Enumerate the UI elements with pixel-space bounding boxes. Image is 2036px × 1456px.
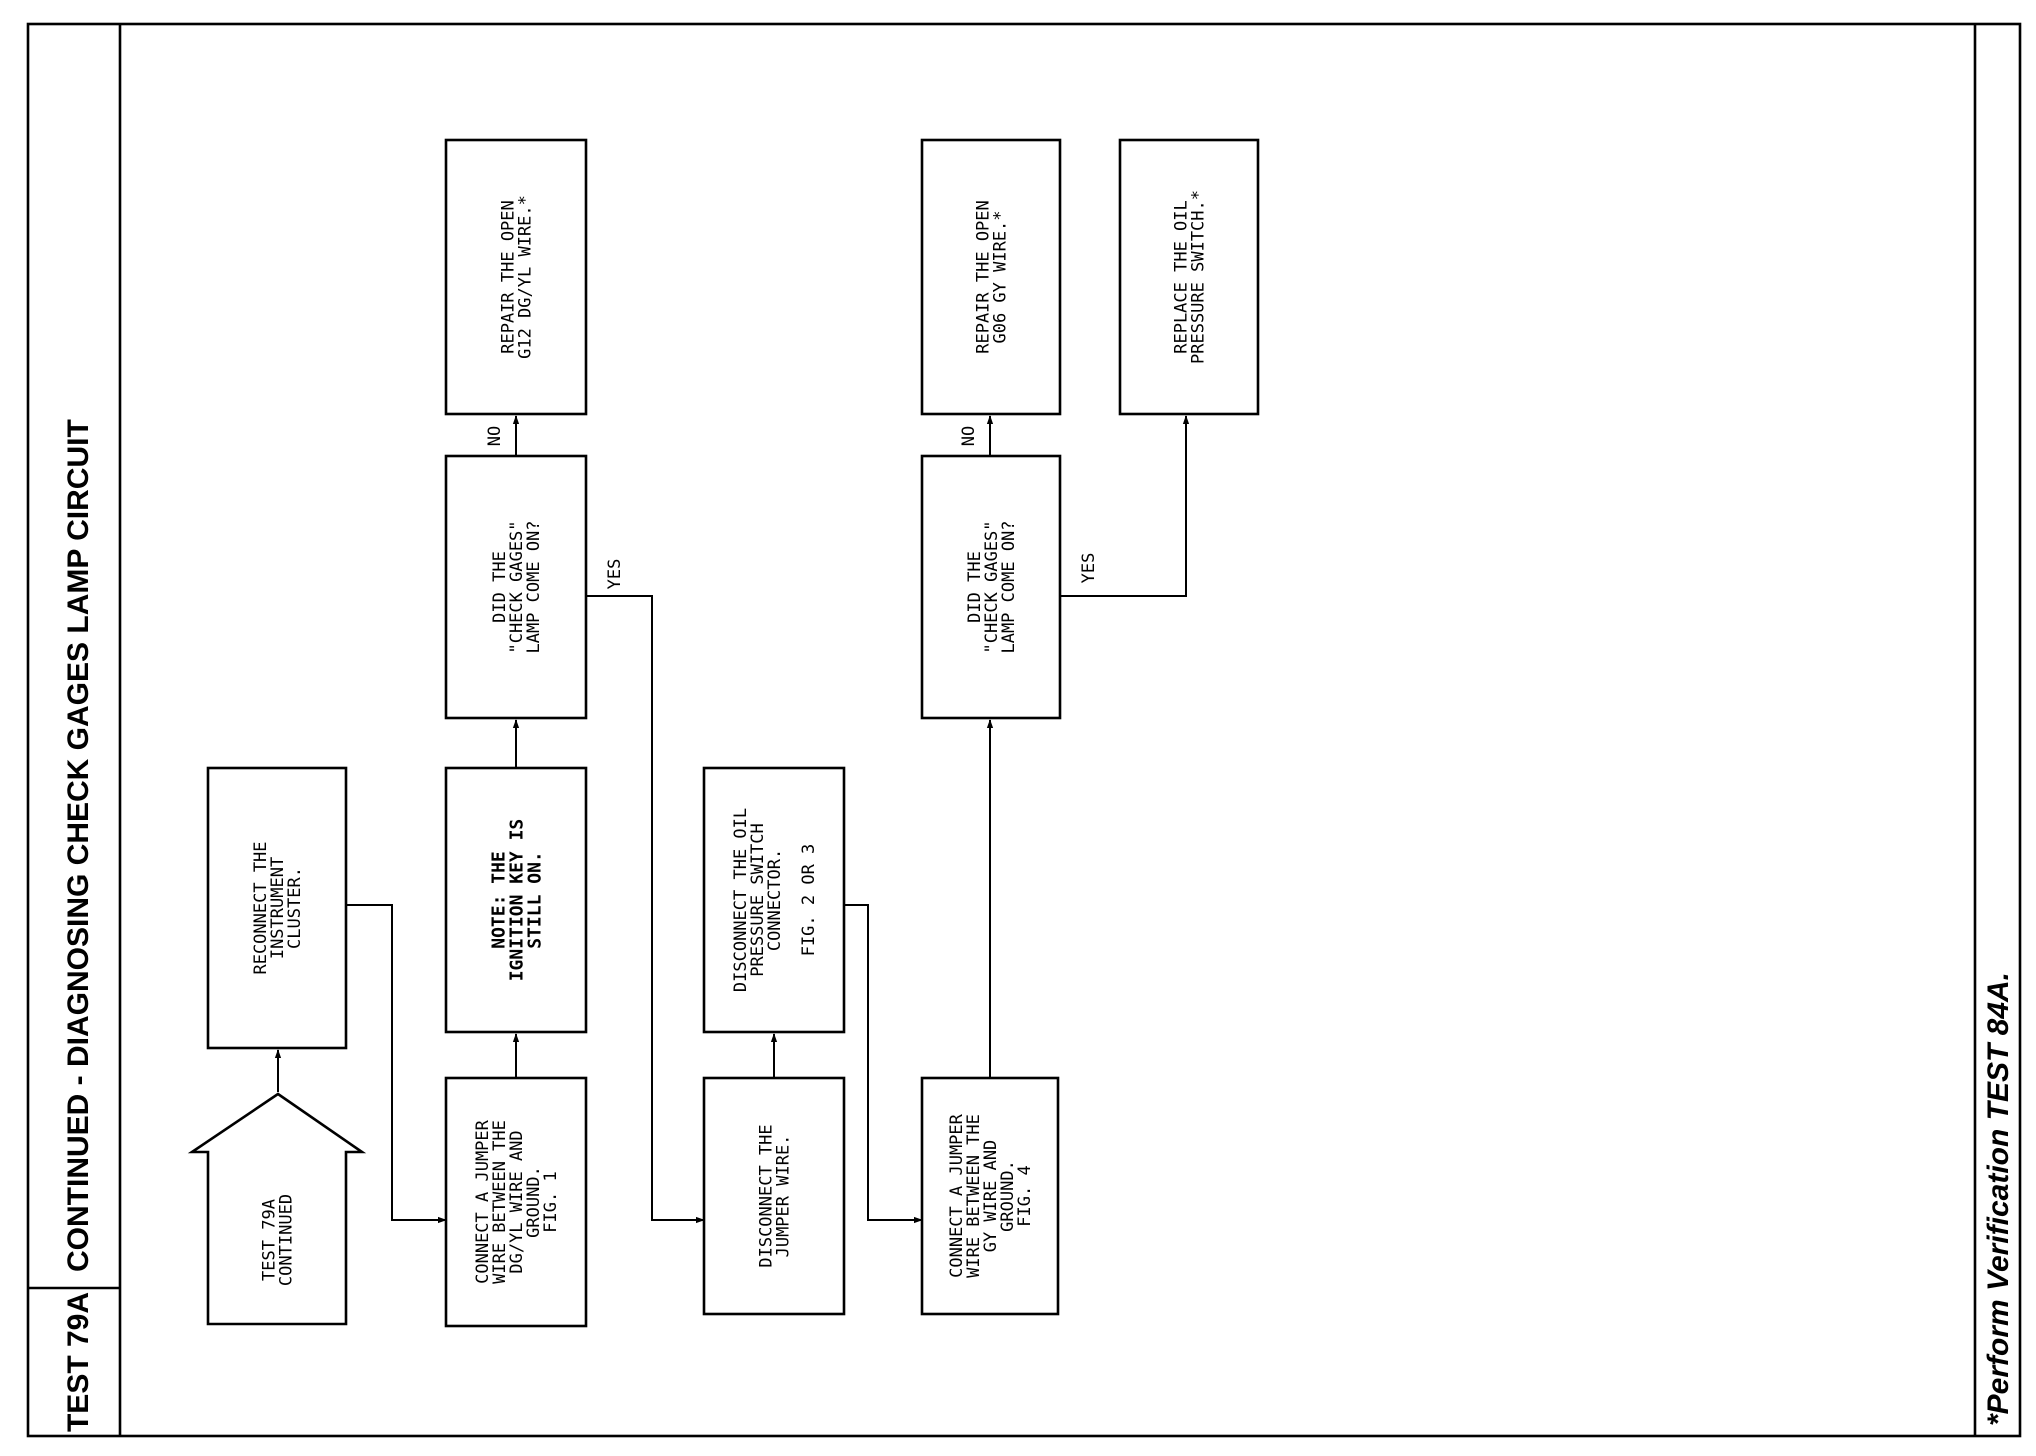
arrow-oil-to-jumper-2 <box>844 904 923 1224</box>
text-line: INSTRUMENT <box>268 857 288 959</box>
text-line: FIG. 1 <box>541 1171 561 1232</box>
box-disconnect-oil-switch-text: DISCONNECT THE OILPRESSURE SWITCHCONNECT… <box>731 808 819 992</box>
text-line: GROUND. <box>998 1160 1018 1232</box>
box-connect-jumper-1: CONNECT A JUMPERWIRE BETWEEN THEDG/YL WI… <box>444 1076 588 1328</box>
box-repair-g06: REPAIR THE OPENG06 GY WIRE.* <box>920 138 1062 416</box>
box-repair-g12: REPAIR THE OPENG12 DG/YL WIRE.* <box>444 138 588 416</box>
text-line: CLUSTER. <box>285 867 305 949</box>
text-line: TEST 79A <box>259 1199 279 1281</box>
box-connect-jumper-2: CONNECT A JUMPERWIRE BETWEEN THEGY WIRE … <box>920 1076 1060 1316</box>
connectors <box>274 415 1190 1224</box>
box-reconnect-cluster-text: RECONNECT THEINSTRUMENTCLUSTER. <box>251 841 305 974</box>
box-reconnect-cluster: RECONNECT THEINSTRUMENTCLUSTER. <box>206 766 348 1050</box>
label-no-1: NO <box>485 426 505 446</box>
box-connect-jumper-1-text: CONNECT A JUMPERWIRE BETWEEN THEDG/YL WI… <box>473 1119 561 1284</box>
box-disconnect-jumper-text: DISCONNECT THEJUMPER WIRE. <box>756 1124 793 1267</box>
label-yes-1: YES <box>605 559 625 590</box>
text-line: WIRE BETWEEN THE <box>490 1120 510 1284</box>
text-line: PRESSURE SWITCH.* <box>1188 190 1208 364</box>
decision-lamp-on-1: DID THE"CHECK GAGES"LAMP COME ON? <box>444 454 588 720</box>
text-line: FIG. 2 OR 3 <box>799 844 819 957</box>
box-repair-g12-text: REPAIR THE OPENG12 DG/YL WIRE.* <box>498 195 535 359</box>
text-line: REPLACE THE OIL <box>1171 200 1191 354</box>
text-line: REPAIR THE OPEN <box>973 200 993 354</box>
text-line: LAMP COME ON? <box>524 520 544 653</box>
arrow-reconnect-to-jumper-1 <box>346 904 447 1224</box>
box-connect-jumper-2-text: CONNECT A JUMPERWIRE BETWEEN THEGY WIRE … <box>947 1113 1035 1278</box>
text-line: DID THE <box>490 551 510 623</box>
text-line: GROUND. <box>524 1166 544 1238</box>
text-line: STILL ON. <box>524 851 545 949</box>
text-line: G06 GY WIRE.* <box>990 210 1010 343</box>
label-yes-2: YES <box>1079 553 1099 584</box>
box-ignition-note-text: NOTE: THEIGNITION KEY ISSTILL ON. <box>488 819 545 982</box>
text-line: CONNECT A JUMPER <box>947 1113 967 1278</box>
text-line: DG/YL WIRE AND <box>507 1130 527 1273</box>
box-disconnect-oil-switch: DISCONNECT THE OILPRESSURE SWITCHCONNECT… <box>702 766 846 1034</box>
box-repair-g06-text: REPAIR THE OPENG06 GY WIRE.* <box>973 200 1010 354</box>
text-line: "CHECK GAGES" <box>982 520 1002 653</box>
text-line: NOTE: THE <box>488 851 509 949</box>
text-line: DISCONNECT THE OIL <box>731 808 751 992</box>
test-id: TEST 79A <box>62 1292 95 1432</box>
start-node: TEST 79ACONTINUED <box>187 1092 367 1326</box>
decision-lamp-on-2: DID THE"CHECK GAGES"LAMP COME ON? <box>920 454 1062 720</box>
text-line: FIG. 4 <box>1015 1165 1035 1226</box>
decision-lamp-on-1-text: DID THE"CHECK GAGES"LAMP COME ON? <box>490 520 544 653</box>
text-line: CONNECTOR. <box>765 849 785 951</box>
box-replace-oil-switch: REPLACE THE OILPRESSURE SWITCH.* <box>1118 138 1260 416</box>
verification-note: *Perform Verification TEST 84A. <box>1982 972 2015 1426</box>
text-line: JUMPER WIRE. <box>773 1135 793 1258</box>
text-line: RECONNECT THE <box>251 841 271 974</box>
decision-lamp-on-2-text: DID THE"CHECK GAGES"LAMP COME ON? <box>965 520 1019 653</box>
text-line: "CHECK GAGES" <box>507 520 527 653</box>
arrow-question-2-yes <box>1060 415 1190 597</box>
start-node-text: TEST 79ACONTINUED <box>259 1194 296 1286</box>
text-line: WIRE BETWEEN THE <box>964 1114 984 1278</box>
box-ignition-note: NOTE: THEIGNITION KEY ISSTILL ON. <box>444 766 588 1034</box>
text-line: CONNECT A JUMPER <box>473 1119 493 1284</box>
text-line: CONTINUED <box>276 1194 296 1286</box>
box-replace-oil-switch-text: REPLACE THE OILPRESSURE SWITCH.* <box>1171 190 1208 364</box>
arrow-question-1-yes <box>586 595 705 1224</box>
text-line: PRESSURE SWITCH <box>748 823 768 977</box>
text-line: G12 DG/YL WIRE.* <box>515 195 535 359</box>
text-line: LAMP COME ON? <box>999 520 1019 653</box>
page-border <box>26 22 2022 1438</box>
text-line: DID THE <box>965 551 985 623</box>
label-no-2: NO <box>959 426 979 446</box>
text-line: IGNITION KEY IS <box>506 819 527 982</box>
text-line: DISCONNECT THE <box>756 1124 776 1267</box>
text-line: GY WIRE AND <box>981 1140 1001 1253</box>
box-disconnect-jumper: DISCONNECT THEJUMPER WIRE. <box>702 1076 846 1316</box>
text-line: REPAIR THE OPEN <box>498 200 518 354</box>
page-title: CONTINUED - DIAGNOSING CHECK GAGES LAMP … <box>62 419 95 1272</box>
